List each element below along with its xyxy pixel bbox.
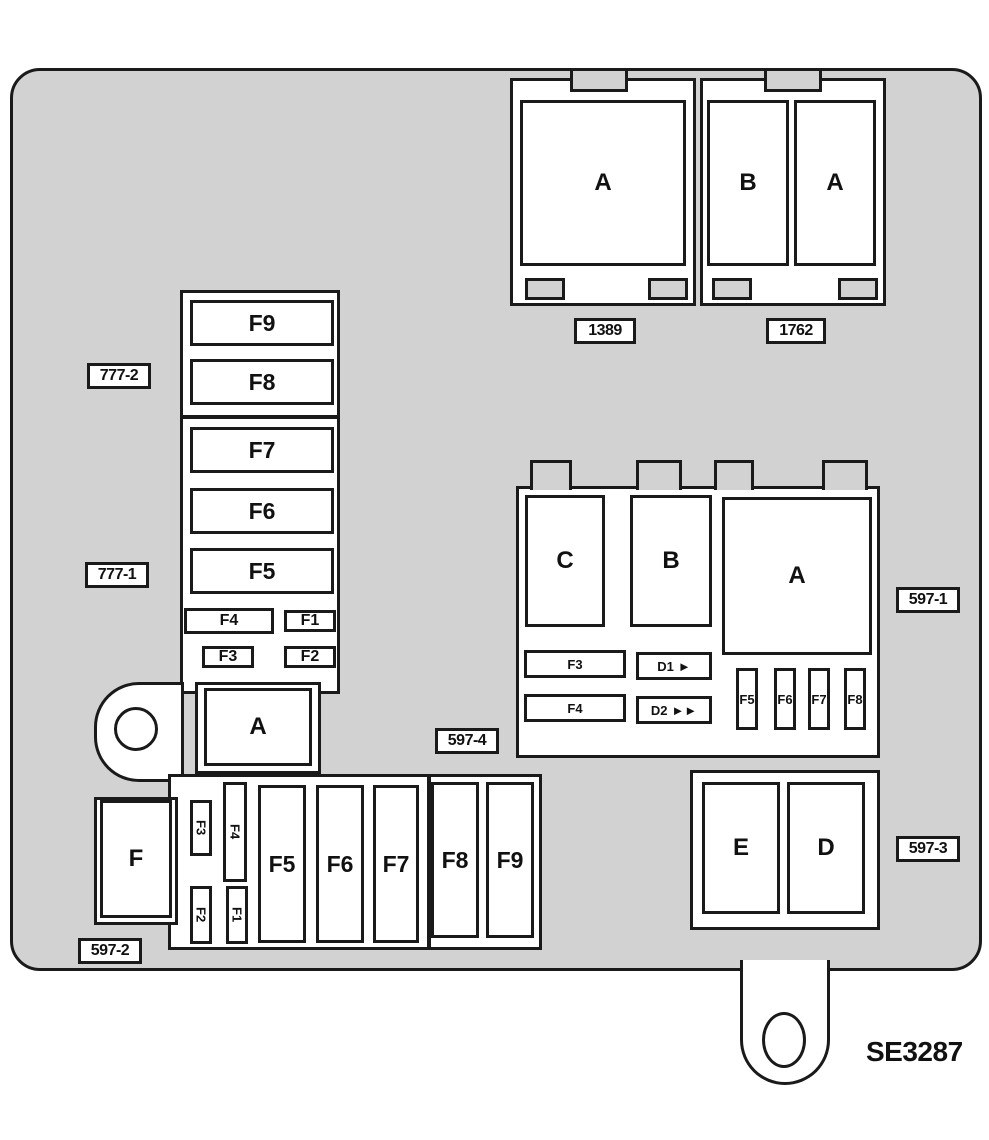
fuse-597-1-f8: F8	[844, 668, 866, 730]
relay-1762-a: A	[794, 100, 876, 266]
fuse-597-2-f5: F5	[258, 785, 306, 943]
fuse-597-2-f6: F6	[316, 785, 364, 943]
fuse-777-f3: F3	[202, 646, 254, 668]
relay-label: D	[817, 834, 835, 861]
relay-label: E	[732, 834, 749, 861]
fuse-597-2-f4: F4	[223, 782, 247, 882]
fuse-597-1-f7: F7	[808, 668, 830, 730]
clip-notch	[712, 278, 752, 300]
clip-notch	[570, 68, 628, 92]
clip-notch	[636, 460, 682, 490]
clip-notch	[714, 460, 754, 490]
relay-label: B	[739, 169, 757, 196]
fuse-597-2-f9: F9	[486, 782, 534, 938]
relay-label: C	[556, 547, 574, 574]
diagram-code: SE3287	[866, 1036, 963, 1067]
relay-777-a: A	[204, 688, 312, 766]
tag-1762: 1762	[766, 318, 826, 344]
clip-notch	[530, 460, 572, 490]
fuse-777-f8: F8	[190, 359, 334, 405]
relay-label: F	[128, 845, 144, 872]
fuse-777-f7: F7	[190, 427, 334, 473]
tag-597-4: 597-4	[435, 728, 499, 754]
relay-label: A	[249, 713, 267, 740]
relay-597-1-b: B	[630, 495, 712, 627]
tag-597-3: 597-3	[896, 836, 960, 862]
relay-label: A	[594, 169, 612, 196]
fuse-777-f9: F9	[190, 300, 334, 346]
fuse-597-2-f7: F7	[373, 785, 419, 943]
relay-label: B	[662, 547, 680, 574]
mounting-hole	[762, 1012, 806, 1068]
fuse-597-2-f8: F8	[431, 782, 479, 938]
clip-notch	[838, 278, 878, 300]
fuse-777-f2: F2	[284, 646, 336, 668]
relay-597-1-a: A	[722, 497, 872, 655]
fuse-597-1-f4: F4	[524, 694, 626, 722]
fuse-597-1-f3: F3	[524, 650, 626, 678]
relay-1762-b: B	[707, 100, 789, 266]
tag-777-2: 777-2	[87, 363, 151, 389]
tag-597-2: 597-2	[78, 938, 142, 964]
clip-notch	[822, 460, 868, 490]
diode-597-1-d2: D2►►	[636, 696, 712, 724]
clip-notch	[648, 278, 688, 300]
fuse-597-1-f5: F5	[736, 668, 758, 730]
clip-notch	[525, 278, 565, 300]
relay-597-2-f: F	[100, 800, 172, 918]
relay-597-3-e: E	[702, 782, 780, 914]
ring-terminal	[114, 707, 158, 751]
tag-597-1: 597-1	[896, 587, 960, 613]
fuse-777-f6: F6	[190, 488, 334, 534]
fuse-777-f4: F4	[184, 608, 274, 634]
fuse-597-1-f6: F6	[774, 668, 796, 730]
tag-777-1: 777-1	[85, 562, 149, 588]
fuse-597-2-f2: F2	[190, 886, 212, 944]
relay-1389-a: A	[520, 100, 686, 266]
relay-597-3-d: D	[787, 782, 865, 914]
tag-1389: 1389	[574, 318, 636, 344]
relay-label: A	[826, 169, 844, 196]
fuse-777-f1: F1	[284, 610, 336, 632]
fuse-597-2-f1: F1	[226, 886, 248, 944]
fuse-777-f5: F5	[190, 548, 334, 594]
fuse-597-2-f3: F3	[190, 800, 212, 856]
diode-597-1-d1: D1►	[636, 652, 712, 680]
relay-597-1-c: C	[525, 495, 605, 627]
relay-label: A	[788, 562, 806, 589]
clip-notch	[764, 68, 822, 92]
